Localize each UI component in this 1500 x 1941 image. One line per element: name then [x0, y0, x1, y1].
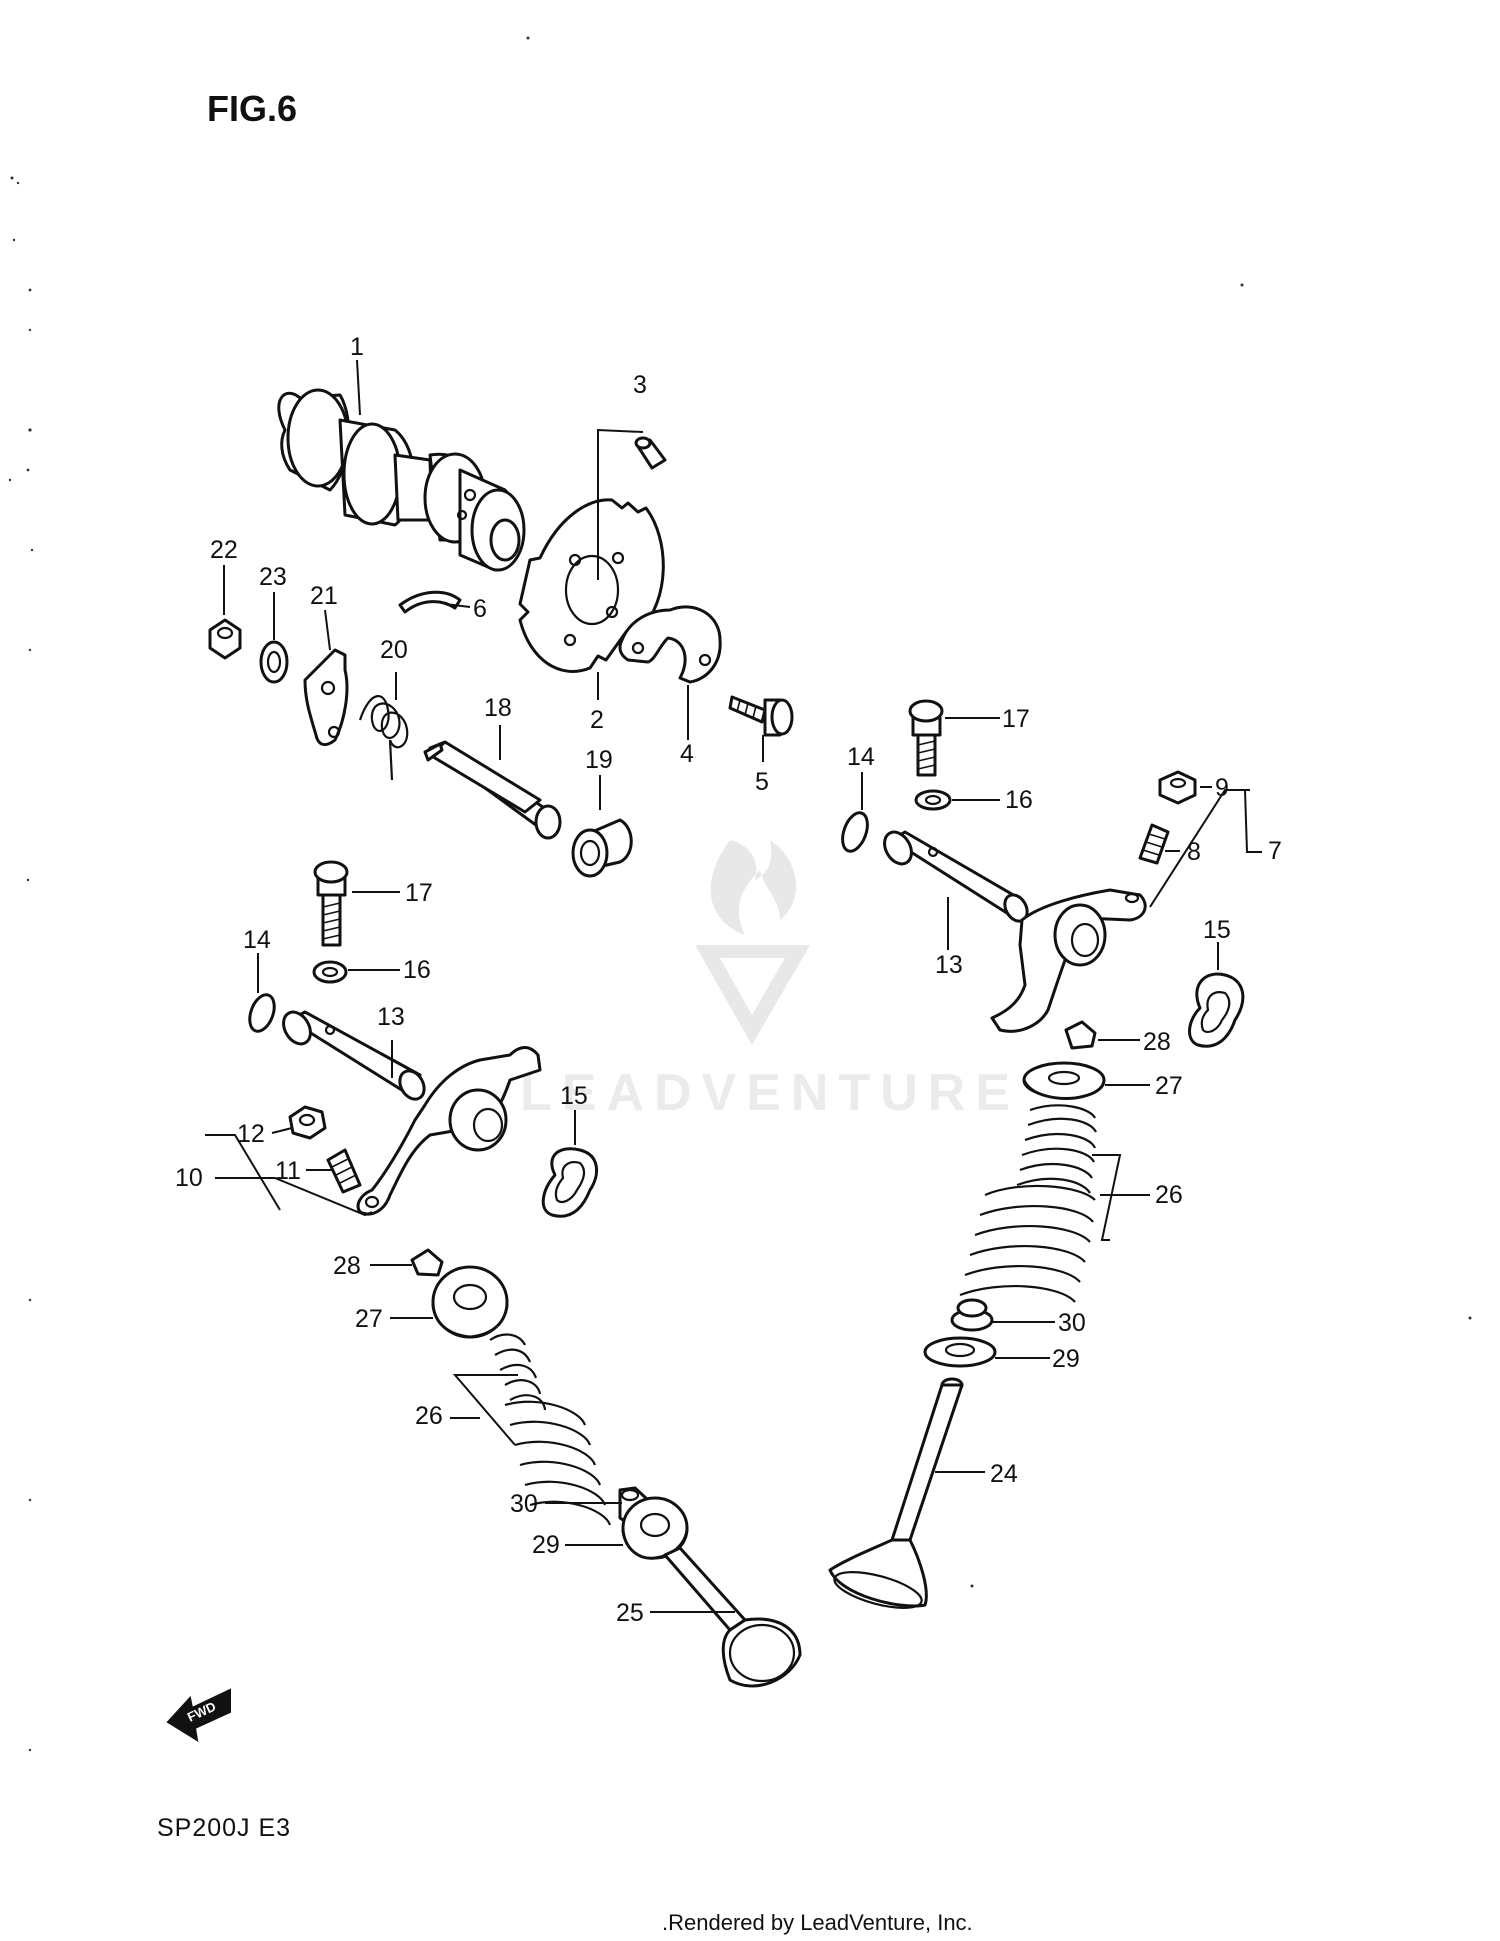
callout-17-left: 17	[405, 879, 433, 907]
callout-18: 18	[484, 694, 512, 722]
callout-16-right: 16	[1005, 786, 1033, 814]
callout-27-left: 27	[355, 1305, 383, 1333]
spring-retainer-part-27-right[interactable]	[1022, 1061, 1106, 1100]
callout-9: 9	[1215, 774, 1229, 802]
rocker-shaft-part-13-right[interactable]	[879, 827, 1032, 925]
decomp-lever-part-21[interactable]	[303, 648, 349, 747]
watermark-logo: LEADVENTURE	[520, 840, 1020, 1122]
valve-part-24[interactable]	[828, 1377, 964, 1615]
washer-part-16-right[interactable]	[914, 789, 952, 811]
callout-27-right: 27	[1155, 1072, 1183, 1100]
rocker-arm-part-10[interactable]	[356, 1046, 542, 1216]
callout-17-right: 17	[1002, 705, 1030, 733]
camshaft-part-1[interactable]	[277, 388, 526, 572]
adjuster-screw-part-11[interactable]	[326, 1148, 362, 1194]
callout-29-left: 29	[532, 1531, 560, 1559]
callout-28-right: 28	[1143, 1028, 1171, 1056]
callout-5: 5	[755, 768, 769, 796]
callout-12: 12	[237, 1120, 265, 1148]
callout-11: 11	[275, 1157, 301, 1185]
callout-23: 23	[259, 563, 287, 591]
model-code: SP200J E3	[157, 1814, 291, 1842]
watermark-text: LEADVENTURE	[520, 1064, 1020, 1122]
callout-14-left: 14	[243, 926, 271, 954]
retainer-plate-part-4[interactable]	[618, 605, 722, 684]
callout-26-left: 26	[415, 1402, 443, 1430]
spring-seat-part-29-left[interactable]	[621, 1496, 689, 1560]
callout-3: 3	[633, 371, 647, 399]
rocker-shaft-part-13-left[interactable]	[278, 1007, 429, 1103]
callout-7: 7	[1268, 837, 1282, 865]
callout-24: 24	[990, 1460, 1018, 1488]
callout-30-left: 30	[510, 1490, 538, 1518]
gasket-part-15-left[interactable]	[541, 1147, 599, 1218]
bolt-part-17-right[interactable]	[908, 699, 944, 777]
callout-25: 25	[616, 1599, 644, 1627]
adjuster-screw-part-8[interactable]	[1138, 823, 1170, 865]
callout-15-right: 15	[1203, 916, 1231, 944]
callout-19: 19	[585, 746, 613, 774]
callout-4: 4	[680, 740, 694, 768]
bolt-part-17-left[interactable]	[313, 860, 349, 947]
callout-29-right: 29	[1052, 1345, 1080, 1373]
callout-14-right: 14	[847, 743, 875, 771]
gasket-part-15-right[interactable]	[1188, 972, 1245, 1048]
forward-arrow-icon: FWD	[166, 1688, 231, 1743]
callout-30-right: 30	[1058, 1309, 1086, 1337]
cotter-part-28-right[interactable]	[1064, 1020, 1097, 1050]
callout-28-left: 28	[333, 1252, 361, 1280]
figure-title: FIG.6	[207, 88, 297, 129]
callout-16-left: 16	[403, 956, 431, 984]
spring-retainer-part-27-left[interactable]	[431, 1265, 509, 1339]
callout-21: 21	[310, 582, 338, 610]
callout-13-right: 13	[935, 951, 963, 979]
bolt-part-5[interactable]	[728, 695, 794, 737]
render-credit: .Rendered by LeadVenture, Inc.	[662, 1910, 973, 1935]
callout-26-right: 26	[1155, 1181, 1183, 1209]
callout-8: 8	[1187, 838, 1201, 866]
valve-stem-seal-part-30-right[interactable]	[950, 1298, 994, 1332]
spring-part-20[interactable]	[358, 694, 409, 781]
callout-6: 6	[473, 595, 487, 623]
lock-clip-part-6[interactable]	[398, 590, 462, 614]
valve-part-25[interactable]	[663, 1546, 802, 1688]
valve-springs-part-26-left[interactable]	[489, 1333, 612, 1526]
nut-part-22[interactable]	[208, 618, 242, 660]
callout-20: 20	[380, 636, 408, 664]
spring-seat-part-29-right[interactable]	[923, 1336, 997, 1368]
washer-part-16-left[interactable]	[312, 960, 348, 984]
decomp-shaft-part-18[interactable]	[423, 740, 562, 840]
lock-nut-part-9[interactable]	[1158, 770, 1197, 805]
callout-13-left: 13	[377, 1003, 405, 1031]
bearing-part-19[interactable]	[571, 818, 633, 878]
lock-nut-part-12[interactable]	[288, 1105, 327, 1140]
rocker-arm-part-7-right[interactable]	[990, 888, 1147, 1033]
scan-marks	[8, 36, 1472, 1752]
callout-1: 1	[350, 333, 364, 361]
callout-2: 2	[590, 706, 604, 734]
callout-22: 22	[210, 536, 238, 564]
cotter-part-28-left[interactable]	[410, 1248, 444, 1277]
valve-springs-part-26-right[interactable]	[959, 1104, 1097, 1303]
o-ring-part-14-left[interactable]	[245, 991, 279, 1034]
dowel-pin-part-3[interactable]	[634, 436, 667, 470]
callout-10: 10	[175, 1164, 203, 1192]
callout-15-left: 15	[560, 1082, 588, 1110]
o-ring-part-14-right[interactable]	[838, 809, 872, 854]
washer-part-23[interactable]	[259, 640, 289, 684]
